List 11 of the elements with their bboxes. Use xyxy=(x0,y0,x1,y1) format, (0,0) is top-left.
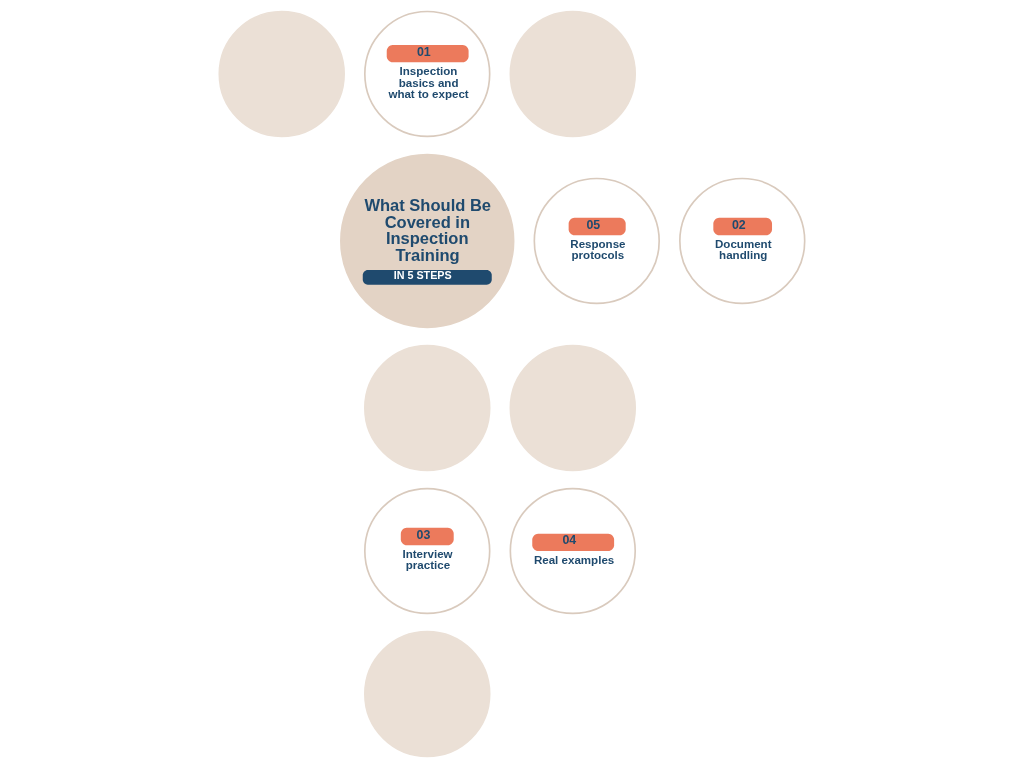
node-circle xyxy=(218,10,345,138)
node-circle: 04 Real examples xyxy=(509,487,637,615)
node-circle xyxy=(509,10,637,138)
node-circle xyxy=(364,344,491,472)
node-circle: 02 Document handling xyxy=(679,177,806,305)
node-circle: 03 Interview practice xyxy=(364,487,491,615)
node-circle: 01 Inspection basics and what to expect xyxy=(364,10,491,138)
node-circle xyxy=(364,630,491,758)
node-circle: What Should Be Covered in Inspection Training IN 5 STEPS xyxy=(340,153,515,329)
node-circle xyxy=(509,344,637,472)
node-circle: 05 Response protocols xyxy=(533,177,660,305)
